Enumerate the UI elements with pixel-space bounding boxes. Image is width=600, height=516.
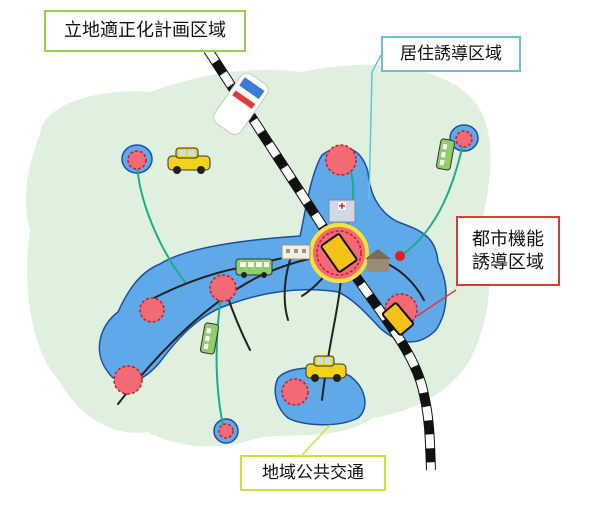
hub-west (139, 297, 165, 323)
railway-stripes (204, 47, 435, 471)
urban-function-area-label: 都市機能 誘導区域 (456, 216, 560, 286)
bus-icon (235, 258, 273, 278)
residence-area-label: 居住誘導区域 (381, 36, 521, 72)
connector-kyoju-h (371, 54, 382, 73)
train-icon (213, 72, 269, 135)
planning-area-label: 立地適正化計画区域 (44, 10, 246, 52)
hub-nw (127, 150, 147, 170)
hub-s-small (218, 423, 234, 439)
taxi-icon-south (305, 355, 347, 382)
connector-toshi (416, 289, 457, 317)
connector-kotsu (301, 424, 331, 456)
taxi-icon (167, 147, 211, 174)
hub-sw (113, 365, 143, 395)
station-dot (395, 251, 405, 261)
building-icon (281, 244, 311, 260)
residence-area-main (98, 146, 447, 384)
bus-icon-ne (435, 138, 456, 171)
hub-ne (455, 130, 473, 148)
train-icon-central (320, 233, 358, 273)
bus-icon-w (199, 322, 220, 355)
house-icon (365, 249, 391, 272)
urban-function-label-line2: 誘導区域 (472, 252, 544, 273)
urban-function-label-line1: 都市機能 (472, 228, 544, 250)
hub-mid (209, 274, 237, 302)
train-icon-east (381, 302, 415, 336)
hospital-icon (328, 199, 356, 223)
connector-kyoju (368, 71, 373, 201)
hub-south (281, 378, 309, 406)
public-transport-label: 地域公共交通 (240, 455, 386, 491)
hub-north (325, 144, 357, 176)
